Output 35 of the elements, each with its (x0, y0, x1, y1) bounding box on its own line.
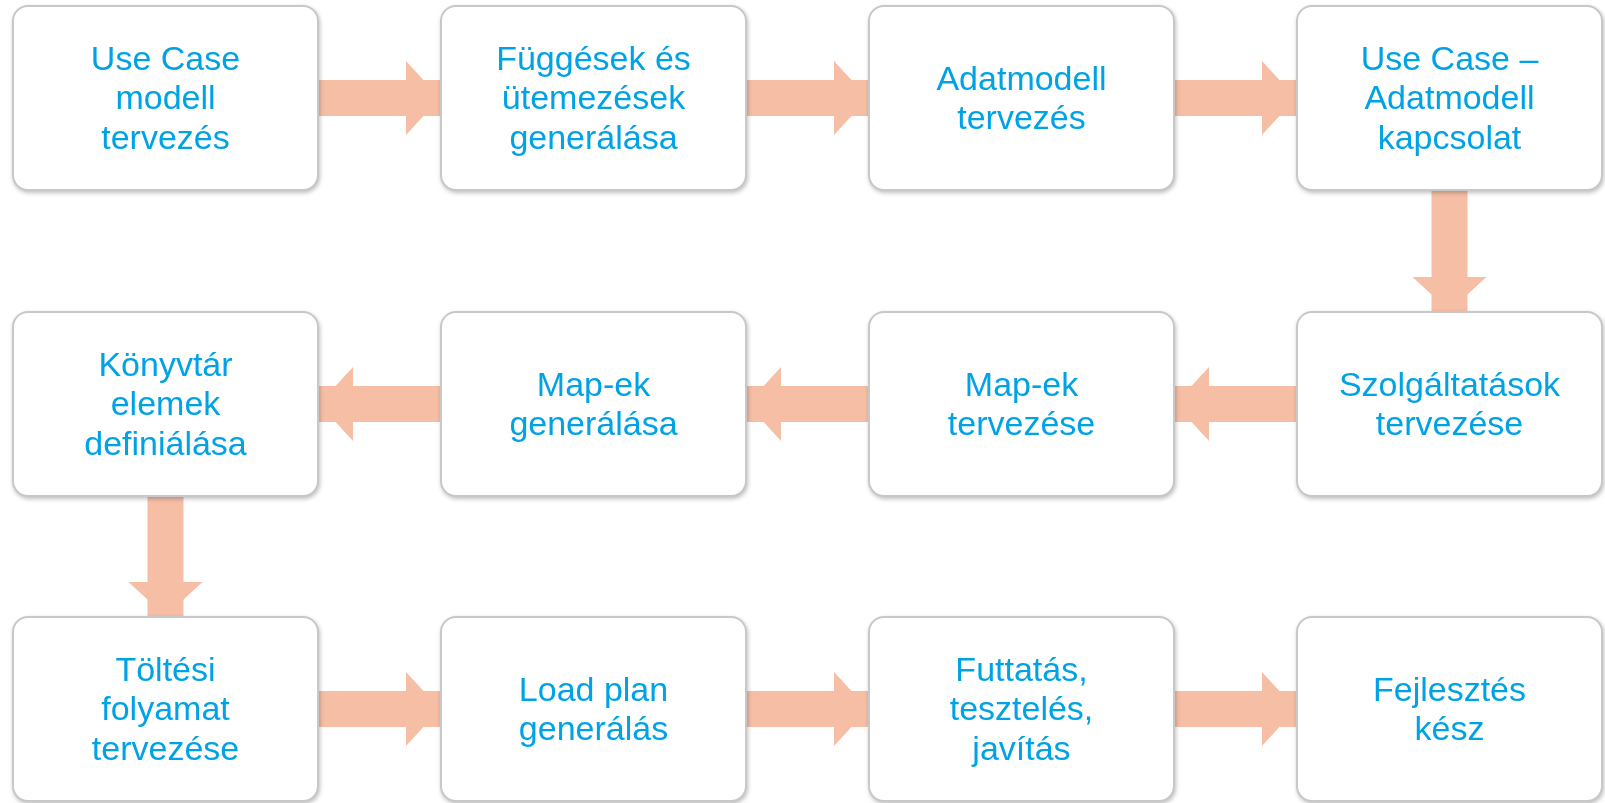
step-label: Töltési folyamat tervezése (90, 649, 241, 769)
step-label: Use Case – Adatmodell kapcsolat (1359, 38, 1540, 158)
block-arrow (319, 367, 440, 441)
block-arrow (1175, 61, 1296, 135)
block-arrow (747, 367, 868, 441)
process-box (868, 5, 1175, 191)
process-box (440, 616, 747, 802)
step-label: Fejlesztés kész (1371, 669, 1528, 749)
block-arrow (1175, 672, 1296, 746)
block-arrow (319, 61, 440, 135)
block-arrow (1412, 191, 1487, 311)
step-label: Use Case modell tervezés (89, 38, 242, 158)
process-box (868, 311, 1175, 497)
process-box (12, 311, 319, 497)
step-label: Függések és ütemezések generálása (495, 38, 692, 158)
step-label: Futtatás, tesztelés, javítás (948, 649, 1095, 769)
block-arrow (747, 61, 868, 135)
process-box (12, 616, 319, 802)
block-arrow (1175, 367, 1296, 441)
process-box (440, 311, 747, 497)
step-label: Szolgáltatások tervezése (1338, 364, 1561, 444)
block-arrow (319, 672, 440, 746)
step-label: Adatmodell tervezés (935, 58, 1108, 138)
process-box (868, 616, 1175, 802)
step-label: Map-ek tervezése (946, 364, 1097, 444)
process-box (1296, 311, 1603, 497)
process-box (440, 5, 747, 191)
step-label: Load plan generálás (517, 669, 670, 749)
process-box (12, 5, 319, 191)
step-label: Könyvtár elemek definiálása (83, 344, 248, 464)
process-box (1296, 5, 1603, 191)
step-label: Map-ek generálása (508, 364, 679, 444)
block-arrow (128, 497, 203, 616)
process-box (1296, 616, 1603, 802)
block-arrow (747, 672, 868, 746)
